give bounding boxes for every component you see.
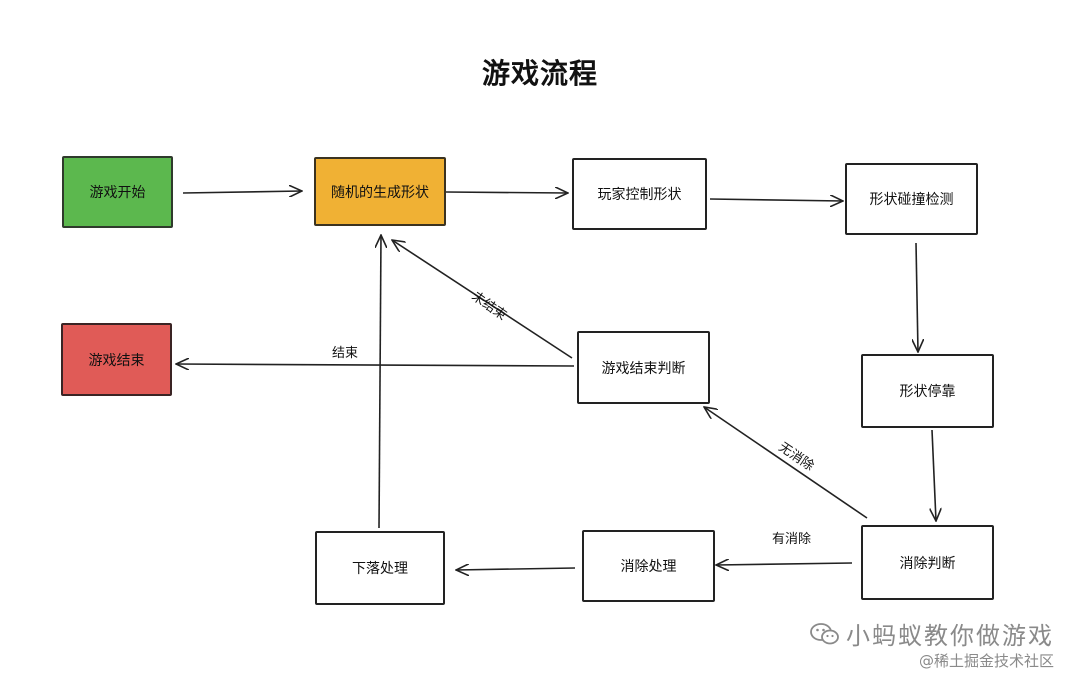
node-random-shape-label: 随机的生成形状 <box>331 184 429 201</box>
arrow-fall-to-random <box>379 235 381 529</box>
node-clear-check: 消除判断 <box>861 525 994 600</box>
node-collision-check-label: 形状碰撞检测 <box>869 192 954 208</box>
arrow-random-to-control <box>445 192 568 193</box>
node-fall-process-label: 下落处理 <box>352 561 408 577</box>
node-clear-process-label: 消除处理 <box>620 559 677 575</box>
watermark: 小蚂蚁教你做游戏 @稀土掘金技术社区 <box>810 616 1054 671</box>
arrow-clearcheck-to-endcheck <box>704 407 868 519</box>
node-game-over: 游戏结束 <box>61 323 172 396</box>
node-clear-check-label: 消除判断 <box>899 555 956 572</box>
arrow-clear-to-fall <box>456 568 576 570</box>
node-shape-stop: 形状停靠 <box>861 354 994 428</box>
node-clear-process: 消除处理 <box>582 530 715 602</box>
wechat-icon <box>810 622 840 652</box>
node-collision-check: 形状碰撞检测 <box>845 163 978 235</box>
edge-label-has-clear: 有消除 <box>772 532 812 547</box>
node-game-end-check: 游戏结束判断 <box>577 331 710 404</box>
diagram-title: 游戏流程 <box>481 57 598 90</box>
edge-label-ended: 结束 <box>332 346 359 361</box>
arrow-start-to-random <box>182 191 302 193</box>
watermark-sub-text: @稀土掘金技术社区 <box>918 652 1054 670</box>
node-shape-stop-label: 形状停靠 <box>899 384 956 400</box>
arrow-collision-to-stop <box>916 242 918 352</box>
arrow-stop-to-clearcheck <box>932 429 936 521</box>
watermark-main-text: 小蚂蚁教你做游戏 <box>846 622 1054 650</box>
arrow-endcheck-to-random <box>392 240 573 359</box>
node-fall-process: 下落处理 <box>315 531 445 605</box>
node-player-control: 玩家控制形状 <box>572 158 707 230</box>
node-game-start-label: 游戏开始 <box>89 185 146 201</box>
arrow-endcheck-to-gameover <box>176 364 575 366</box>
node-player-control-label: 玩家控制形状 <box>597 187 682 203</box>
node-game-end-check-label: 游戏结束判断 <box>601 360 686 377</box>
node-random-shape: 随机的生成形状 <box>314 157 446 226</box>
node-game-start: 游戏开始 <box>62 156 173 228</box>
arrow-clearcheck-to-clear <box>716 563 853 565</box>
node-game-over-label: 游戏结束 <box>88 352 145 369</box>
arrow-control-to-collision <box>709 199 843 201</box>
